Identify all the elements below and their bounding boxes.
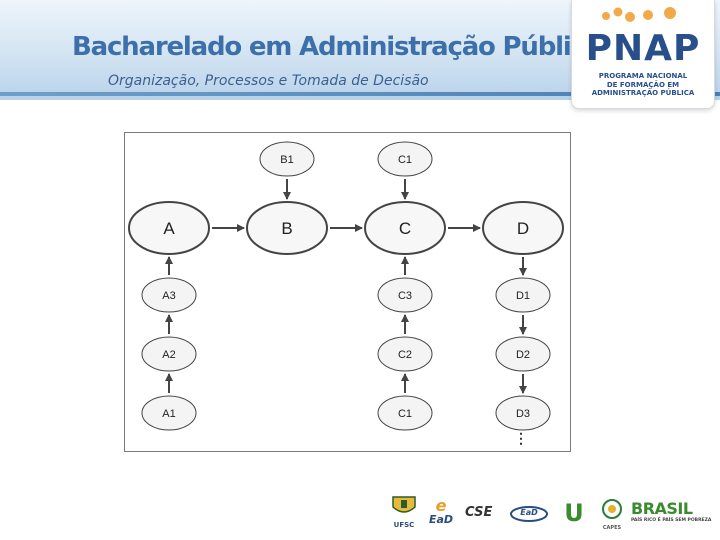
pnap-subtitle-line: PROGRAMA NACIONAL <box>598 72 688 80</box>
node-label: A3 <box>162 290 175 302</box>
cse-logo: CSE <box>465 505 493 520</box>
node-shape <box>495 336 551 372</box>
node-label: C <box>399 219 411 238</box>
ead-e-icon: e <box>435 496 447 515</box>
node-label: A1 <box>162 408 175 420</box>
node-label: D <box>517 219 529 238</box>
node-shape <box>128 201 210 255</box>
header-divider <box>0 92 720 96</box>
node-C2: C2 <box>377 336 433 372</box>
node-label: D2 <box>516 349 530 361</box>
node-C3: C3 <box>377 277 433 313</box>
node-label: C3 <box>398 290 412 302</box>
node-shape <box>141 277 197 313</box>
node-label: B1 <box>280 154 293 166</box>
ead-oval-icon <box>510 506 548 522</box>
people-icon <box>602 7 676 22</box>
node-shape <box>259 141 315 177</box>
node-label: A2 <box>162 349 175 361</box>
pnap-wordmark: PNAP <box>585 28 701 69</box>
node-shape <box>482 201 564 255</box>
pnap-subtitle-line: ADMINISTRAÇÃO PÚBLICA <box>591 89 695 97</box>
node-shape <box>364 201 446 255</box>
node-label: B <box>281 219 292 238</box>
course-subtitle: Organização, Processos e Tomada de Decis… <box>108 73 429 89</box>
node-C1_top: C1 <box>377 141 433 177</box>
node-shape <box>377 336 433 372</box>
brasil-tagline: PAÍS RICO É PAÍS SEM POBREZA <box>631 518 712 523</box>
node-shape <box>377 395 433 431</box>
ead-oval-text: EaD <box>520 508 538 517</box>
node-shape <box>141 395 197 431</box>
capes-logo: CAPES <box>595 497 629 531</box>
uab-text: U <box>564 499 584 527</box>
node-D3: D3 <box>495 395 551 431</box>
ead-logo: e EaD <box>425 496 457 531</box>
course-title: Bacharelado em Administração Pública <box>72 32 602 62</box>
node-A2: A2 <box>141 336 197 372</box>
node-label: C2 <box>398 349 412 361</box>
node-A: A <box>128 201 210 255</box>
pnap-subtitle-line: DE FORMAÇÃO EM <box>606 80 680 89</box>
continuation-marker: ⋮ <box>514 430 528 446</box>
pnap-subtitle: PROGRAMA NACIONAL DE FORMAÇÃO EM ADMINIS… <box>576 72 710 98</box>
node-shape <box>377 277 433 313</box>
node-D1: D1 <box>495 277 551 313</box>
node-A1: A1 <box>141 395 197 431</box>
node-label: A <box>163 219 175 238</box>
node-D2: D2 <box>495 336 551 372</box>
node-C1_bottom: C1 <box>377 395 433 431</box>
brasil-text: BRASIL <box>631 499 693 518</box>
node-D: D <box>482 201 564 255</box>
node-C: C <box>364 201 446 255</box>
node-B: B <box>246 201 328 255</box>
ufsc-logo: UFSC <box>389 495 419 531</box>
node-shape <box>495 277 551 313</box>
ead-oval-logo: EaD <box>509 505 549 523</box>
node-label: C1 <box>398 408 412 420</box>
ufsc-text: UFSC <box>393 521 415 529</box>
node-shape <box>377 141 433 177</box>
ead-text: EaD <box>428 513 454 526</box>
node-shape <box>246 201 328 255</box>
uab-logo: U <box>561 499 587 529</box>
node-label: D3 <box>516 408 530 420</box>
brasil-logo: BRASIL PAÍS RICO É PAÍS SEM POBREZA <box>631 499 712 529</box>
node-label: C1 <box>398 154 412 166</box>
capes-icon <box>602 499 622 519</box>
node-A3: A3 <box>141 277 197 313</box>
ufsc-crest-icon <box>392 496 416 513</box>
capes-text: CAPES <box>602 525 622 531</box>
node-shape <box>495 395 551 431</box>
node-shape <box>141 336 197 372</box>
node-B1: B1 <box>259 141 315 177</box>
node-label: D1 <box>516 290 530 302</box>
pnap-logo: PNAP PROGRAMA NACIONAL DE FORMAÇÃO EM AD… <box>571 0 715 109</box>
